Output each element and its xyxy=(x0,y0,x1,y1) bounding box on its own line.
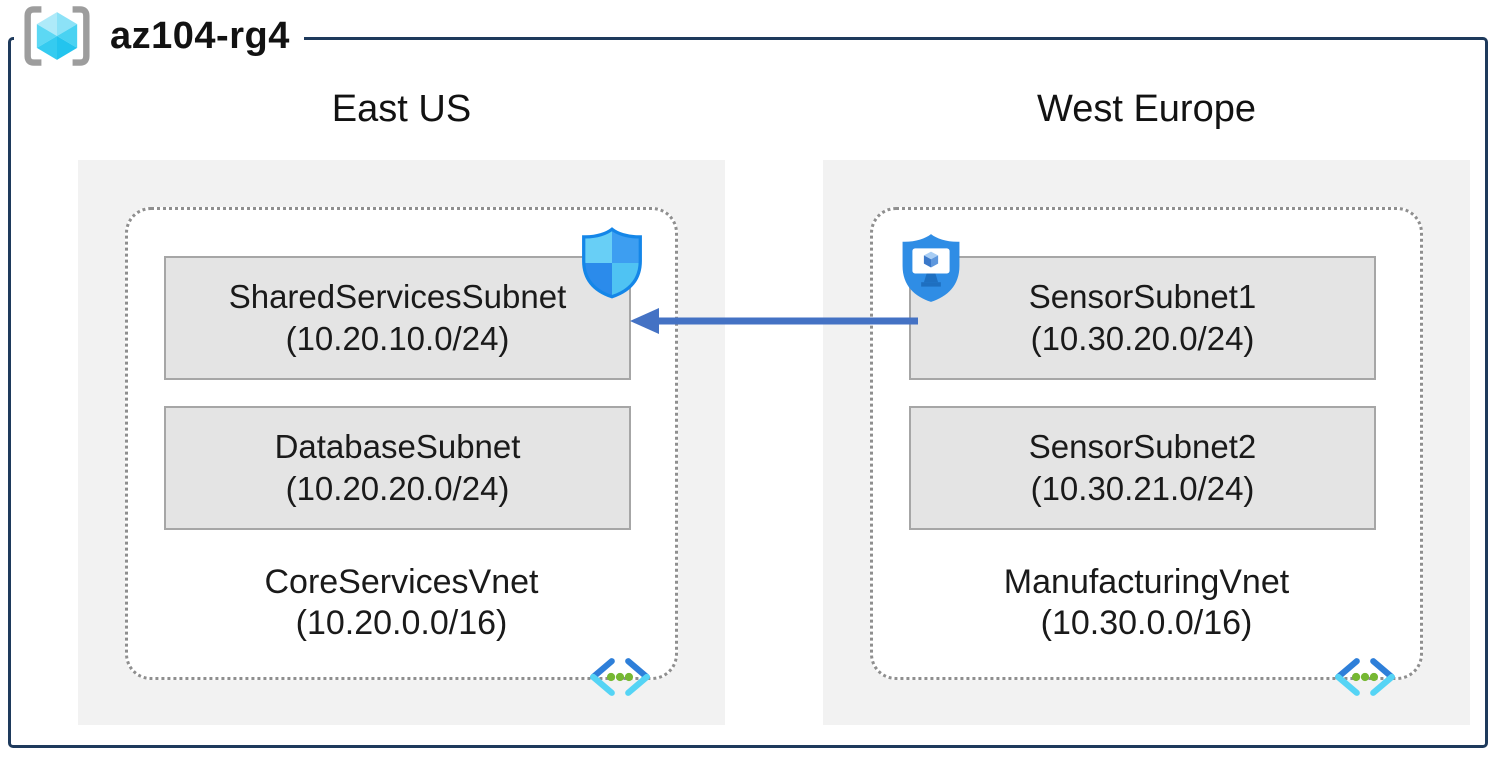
subnet-cidr: (10.20.20.0/24) xyxy=(285,470,510,507)
resource-group-frame xyxy=(8,37,1488,748)
virtual-network-icon xyxy=(590,658,650,696)
subnet-sensor2: SensorSubnet2 (10.30.21.0/24) xyxy=(909,406,1376,530)
subnet-cidr: (10.20.10.0/24) xyxy=(285,320,510,357)
vnet-name: ManufacturingVnet xyxy=(1003,563,1290,601)
vnet-label: CoreServicesVnet (10.20.0.0/16) xyxy=(128,562,675,645)
subnet-database: DatabaseSubnet (10.20.20.0/24) xyxy=(164,406,631,530)
vnet-coreservices: SharedServicesSubnet (10.20.10.0/24) Dat… xyxy=(125,207,678,696)
virtual-network-icon xyxy=(1335,658,1395,696)
region-label-east-us: East US xyxy=(331,88,472,130)
resource-group-header: az104-rg4 xyxy=(14,3,304,69)
network-security-group-icon xyxy=(582,227,642,299)
subnet-name: SharedServicesSubnet xyxy=(228,277,567,315)
vnet-cidr: (10.30.0.0/16) xyxy=(1040,604,1253,643)
region-label-west-europe: West Europe xyxy=(1037,88,1256,130)
subnet-sharedservices: SharedServicesSubnet (10.20.10.0/24) xyxy=(164,256,631,380)
vnet-cidr: (10.20.0.0/16) xyxy=(295,604,508,643)
vnet-manufacturing: SensorSubnet1 (10.30.20.0/24) SensorSubn… xyxy=(870,207,1423,696)
subnet-name: SensorSubnet1 xyxy=(1028,277,1257,315)
application-security-group-icon xyxy=(902,234,960,302)
subnet-name: DatabaseSubnet xyxy=(274,427,521,465)
region-east-us: SharedServicesSubnet (10.20.10.0/24) Dat… xyxy=(78,160,725,725)
subnet-cidr: (10.30.21.0/24) xyxy=(1030,470,1255,507)
resource-group-icon xyxy=(24,6,90,66)
peering-arrow xyxy=(630,308,918,334)
resource-group-title: az104-rg4 xyxy=(110,14,290,57)
subnet-name: SensorSubnet2 xyxy=(1028,427,1257,465)
subnet-cidr: (10.30.20.0/24) xyxy=(1030,320,1255,357)
vnet-name: CoreServicesVnet xyxy=(264,563,539,601)
vnet-label: ManufacturingVnet (10.30.0.0/16) xyxy=(873,562,1420,645)
subnet-sensor1: SensorSubnet1 (10.30.20.0/24) xyxy=(909,256,1376,380)
